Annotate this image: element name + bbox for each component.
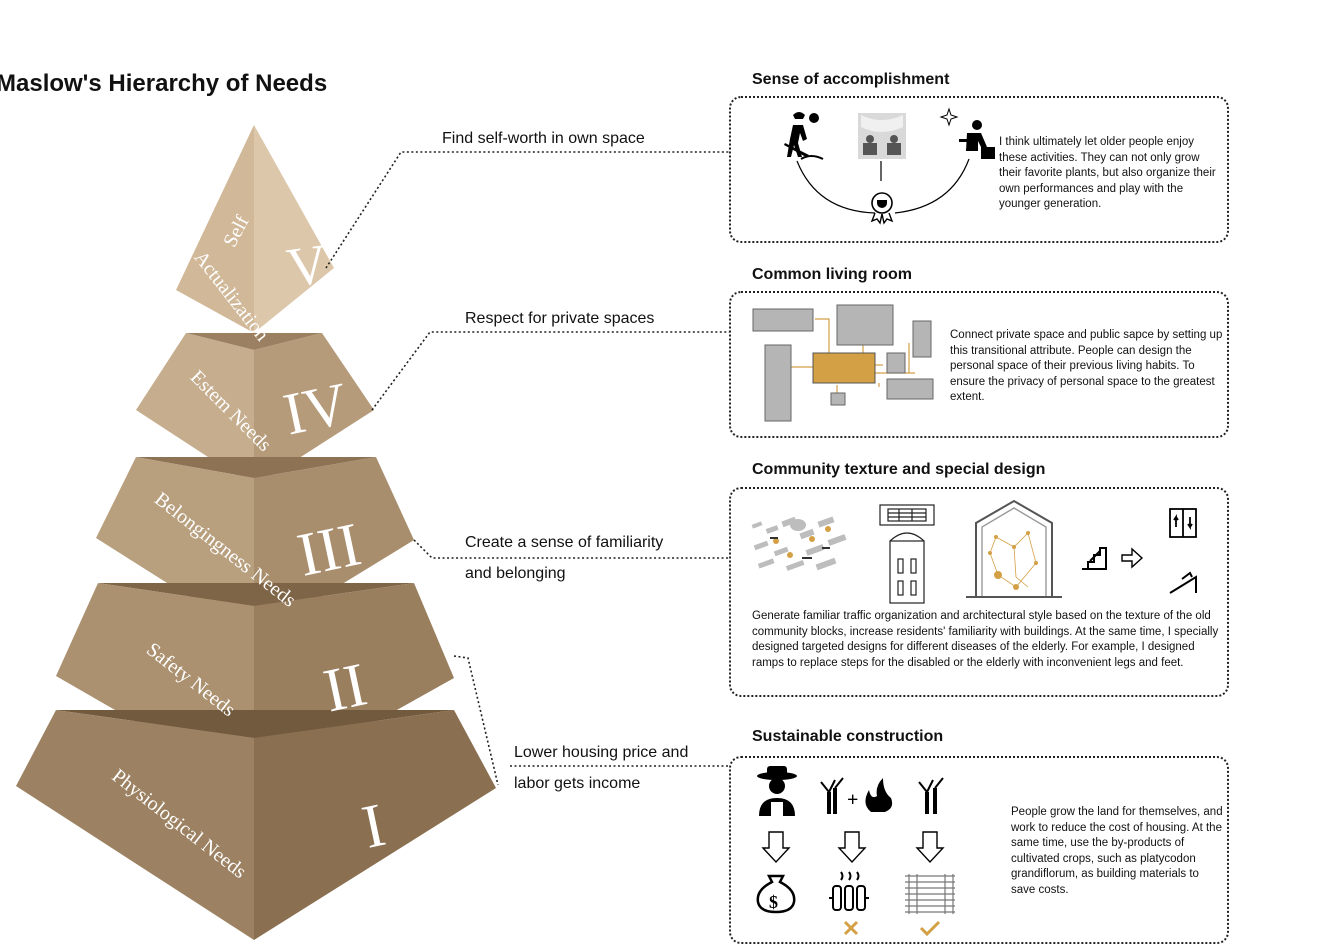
stage-icon: [858, 113, 906, 159]
level-5-numeral: V: [283, 233, 332, 300]
level-4-shape: [136, 333, 374, 487]
section-1-heading: Sense of accomplishment: [752, 71, 950, 88]
cross-icon: [843, 920, 859, 936]
level-1-shape: [16, 710, 496, 940]
check-icon: [919, 920, 941, 937]
connector-label-3-line2: and belonging: [465, 565, 566, 582]
constellation-house-icon: [966, 499, 1062, 598]
plant-icon: [918, 777, 944, 814]
building-material-icon: [905, 874, 955, 914]
section-2-text: Connect private space and public sapce b…: [950, 329, 1223, 403]
connector-label-2: Respect for private spaces: [465, 310, 655, 327]
section-2-heading: Common living room: [752, 266, 912, 283]
old-building-icon: [879, 504, 935, 604]
ramp-icon: [1169, 571, 1197, 594]
section-3-heading: Community texture and special design: [752, 461, 1046, 478]
section-2-box: Connect private space and public sapce b…: [729, 291, 1229, 438]
floor-plan-diagram: [752, 304, 934, 422]
level-5-shape: [176, 125, 334, 333]
heater-icon: [829, 871, 869, 911]
page-title: Maslow's Hierarchy of Needs: [0, 70, 328, 97]
level-3-numeral: III: [292, 510, 367, 589]
section-4-box: + $: [729, 756, 1229, 944]
elevator-icon: [1169, 508, 1197, 538]
section-3-text: Generate familiar traffic organization a…: [752, 610, 1219, 669]
arrow-down-icon: [837, 831, 867, 864]
section-1-illustration: [784, 107, 995, 225]
section-1-box: I think ultimately let older people enjo…: [729, 96, 1229, 243]
desk-worker-icon: [939, 107, 995, 159]
arrow-down-icon: [915, 831, 945, 864]
city-texture-map: [751, 516, 847, 571]
section-1-text: I think ultimately let older people enjo…: [999, 136, 1216, 210]
connector-label-4-line1: Lower housing price and: [514, 744, 689, 761]
section-3-illustration: [751, 499, 1197, 604]
connector-label-3-line1: Create a sense of familiarity: [465, 534, 664, 551]
connector-label-4-line2: labor gets income: [514, 775, 641, 792]
section-4-text: People grow the land for themselves, and…: [1011, 806, 1223, 896]
dollar-sign: $: [769, 892, 778, 912]
money-bag-icon: $: [756, 874, 796, 914]
section-3-box: Generate familiar traffic organization a…: [729, 487, 1229, 697]
section-4-heading: Sustainable construction: [752, 728, 944, 745]
level-4-numeral: IV: [278, 370, 354, 448]
connector-lines: [325, 151, 730, 786]
plant-fire-icon: +: [820, 777, 893, 814]
section-4-illustration: + $: [756, 766, 955, 937]
gardener-icon: [784, 112, 824, 160]
arrow-down-icon: [761, 831, 791, 864]
stairs-icon: [1082, 547, 1107, 570]
award-badge-icon: [870, 192, 894, 225]
connector-label-1: Find self-worth in own space: [442, 130, 645, 147]
farmer-icon: [757, 766, 797, 816]
arrow-right-icon: [1121, 547, 1144, 569]
plus-sign: +: [847, 789, 858, 811]
